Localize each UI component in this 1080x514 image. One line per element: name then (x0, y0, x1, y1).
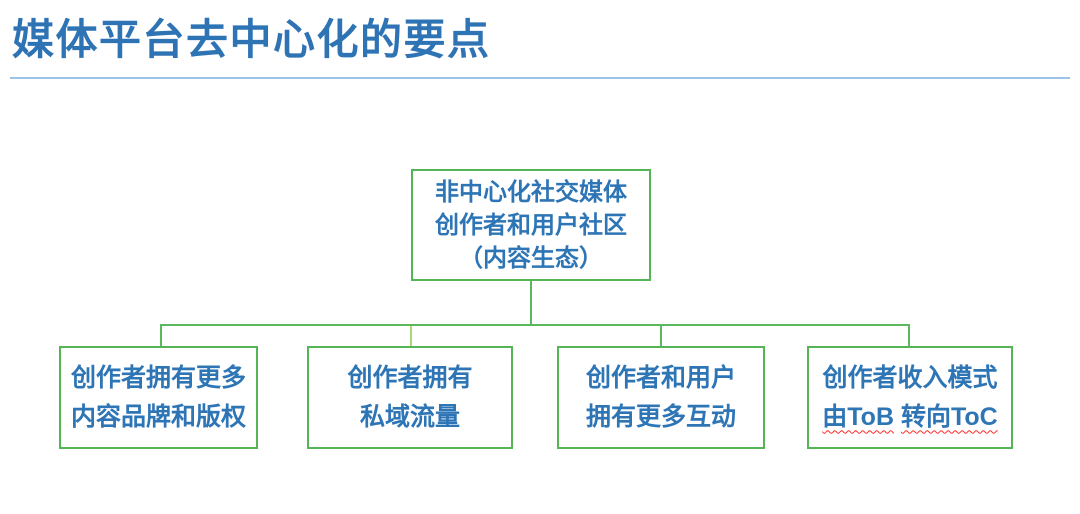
connector-drop-3 (660, 326, 662, 346)
child-1-line-1: 创作者拥有更多 (70, 363, 246, 392)
root-node-line-3: （内容生态） (459, 244, 603, 272)
root-node: 非中心化社交媒体 创作者和用户社区 （内容生态） (411, 169, 651, 281)
connector-root-drop (530, 281, 532, 326)
child-node-income-model: 创作者收入模式 由ToB 转向ToC (807, 346, 1013, 449)
child-node-private-traffic: 创作者拥有 私域流量 (307, 346, 513, 449)
root-node-line-2: 创作者和用户社区 (435, 211, 627, 239)
child-node-brand-copyright: 创作者拥有更多 内容品牌和版权 (59, 346, 258, 449)
child-4-line-2: 由ToB 转向ToC (822, 398, 997, 437)
child-3-line-2: 拥有更多互动 (585, 402, 736, 431)
tob-text: 由ToB (822, 402, 895, 431)
child-4-line-1: 创作者收入模式 (822, 363, 998, 392)
connector-drop-1 (160, 326, 162, 346)
connector-horizontal (160, 324, 910, 326)
space-text (894, 403, 901, 431)
title-divider (10, 77, 1070, 79)
root-node-line-1: 非中心化社交媒体 (435, 178, 627, 206)
child-1-line-2: 内容品牌和版权 (70, 402, 246, 431)
connector-drop-4 (908, 326, 910, 346)
page-title: 媒体平台去中心化的要点 (12, 16, 491, 63)
connector-drop-2 (410, 326, 412, 346)
child-node-interaction: 创作者和用户 拥有更多互动 (557, 346, 765, 449)
toc-text: 转向ToC (900, 402, 998, 431)
child-2-line-1: 创作者拥有 (347, 363, 473, 392)
child-2-line-2: 私域流量 (359, 402, 460, 431)
child-3-line-1: 创作者和用户 (585, 363, 736, 392)
